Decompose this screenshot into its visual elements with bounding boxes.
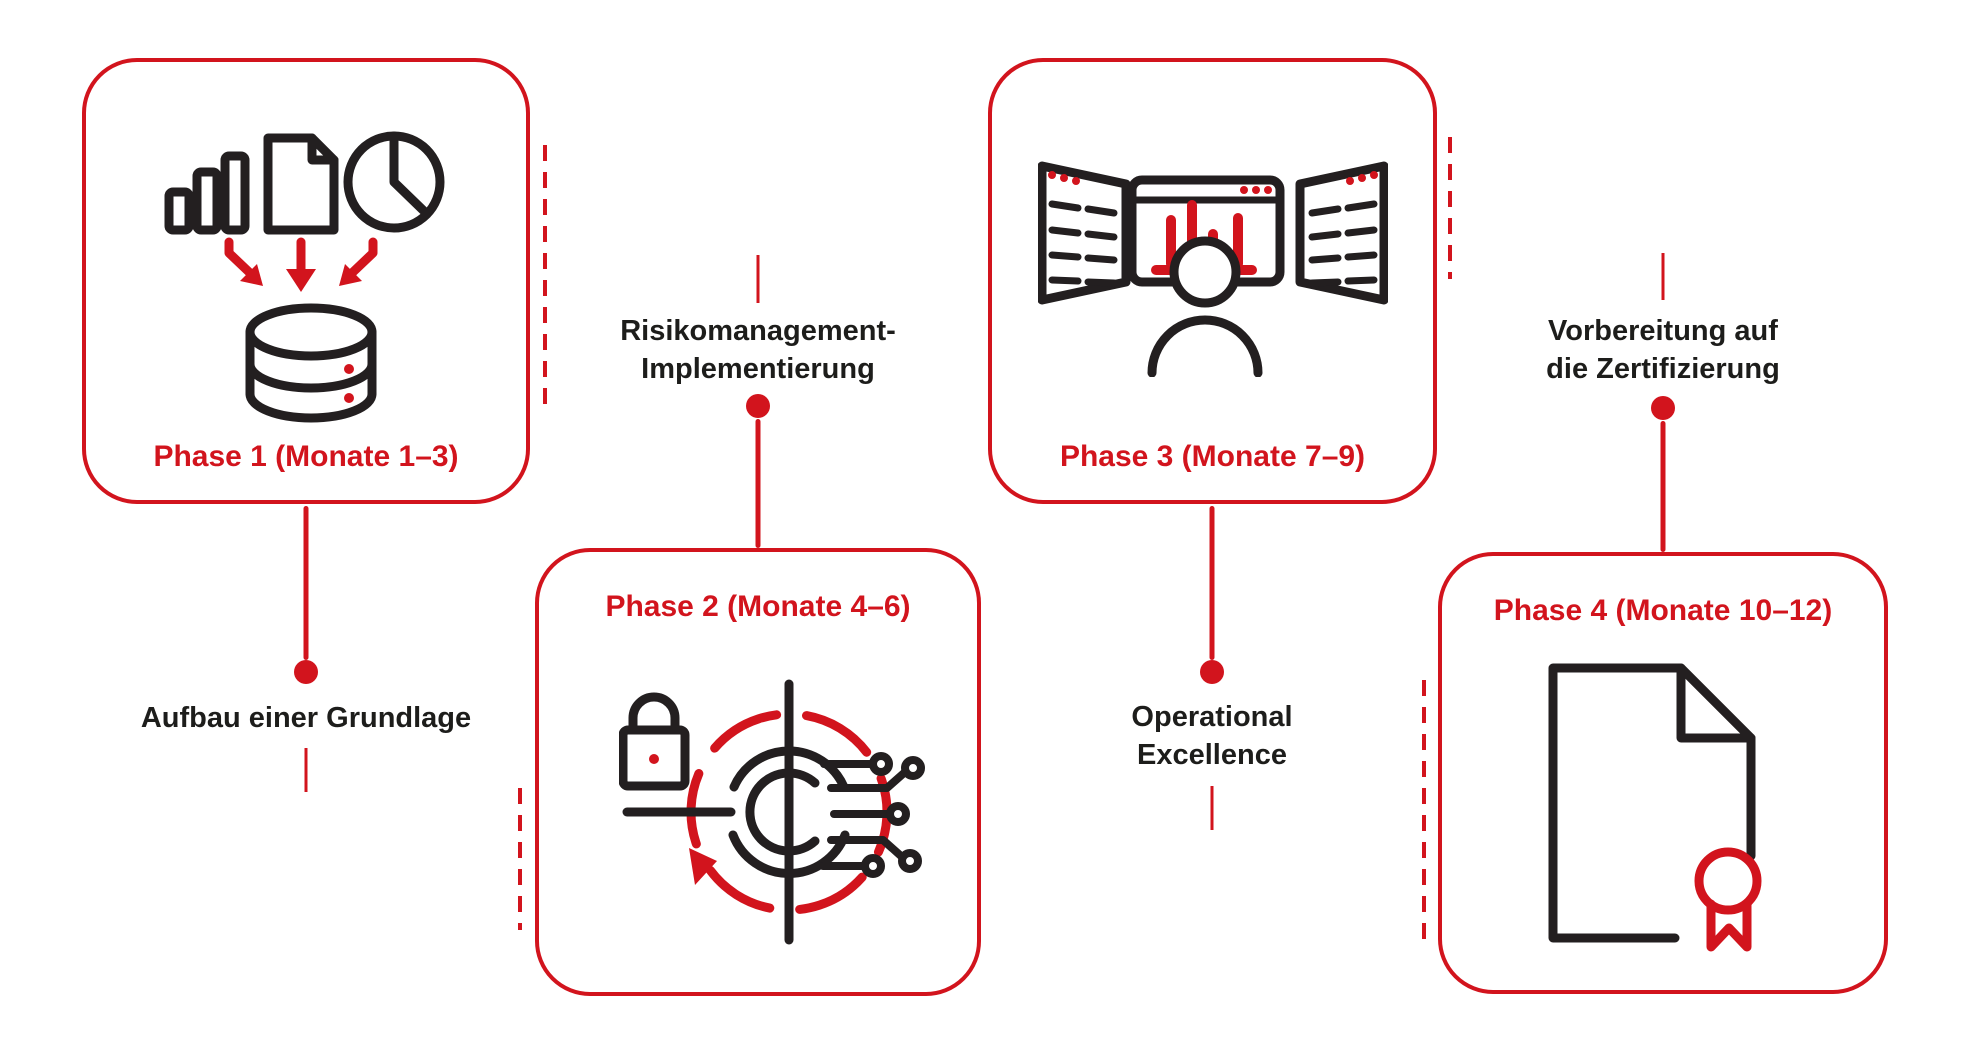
phase-4-milestone-dot xyxy=(1651,396,1675,420)
phase-1-milestone-label: Aufbau einer Grundlage xyxy=(140,702,472,734)
phase-4-tick-line xyxy=(1661,253,1665,300)
phase-3-title: Phase 3 (Monate 7–9) xyxy=(1059,440,1366,473)
phase-3-milestone-label: Operational Excellence xyxy=(1131,701,1293,771)
dashed-accent-line-2 xyxy=(518,788,522,930)
phase-2-card: Phase 2 (Monate 4–6) xyxy=(535,548,981,996)
dashed-accent-line-4 xyxy=(1422,680,1426,945)
certification-document-icon xyxy=(1548,663,1762,952)
phase-2-milestone-dot xyxy=(746,394,770,418)
dashed-accent-line-3 xyxy=(1448,137,1452,279)
phase-1-tick-line xyxy=(304,748,308,792)
phase-2-milestone-label: Risikomanagement- Implementierung xyxy=(620,315,896,385)
phase-1-connector-line xyxy=(303,506,309,660)
risk-management-cycle-icon xyxy=(619,679,925,945)
dashed-accent-line-1 xyxy=(543,145,547,415)
phase-4-milestone-label: Vorbereitung auf die Zertifizierung xyxy=(1546,315,1780,385)
phase-2-tick-line xyxy=(756,255,760,303)
phase-2-title: Phase 2 (Monate 4–6) xyxy=(605,590,911,623)
phase-2-connector-line xyxy=(755,419,761,548)
phase-3-connector-line xyxy=(1209,506,1215,660)
phase-3-card: Phase 3 (Monate 7–9) xyxy=(988,58,1437,504)
phase-4-card: Phase 4 (Monate 10–12) xyxy=(1438,552,1888,994)
phase-3-milestone-dot xyxy=(1200,660,1224,684)
operations-dashboard-icon xyxy=(1037,161,1388,377)
phase-4-connector-line xyxy=(1660,421,1666,552)
phase-1-title: Phase 1 (Monate 1–3) xyxy=(153,440,459,473)
phase-1-card: Phase 1 (Monate 1–3) xyxy=(82,58,530,504)
phase-3-tick-line xyxy=(1210,786,1214,830)
phase-1-milestone-dot xyxy=(294,660,318,684)
data-sources-database-icon xyxy=(164,131,445,423)
phase-4-title: Phase 4 (Monate 10–12) xyxy=(1493,594,1833,627)
